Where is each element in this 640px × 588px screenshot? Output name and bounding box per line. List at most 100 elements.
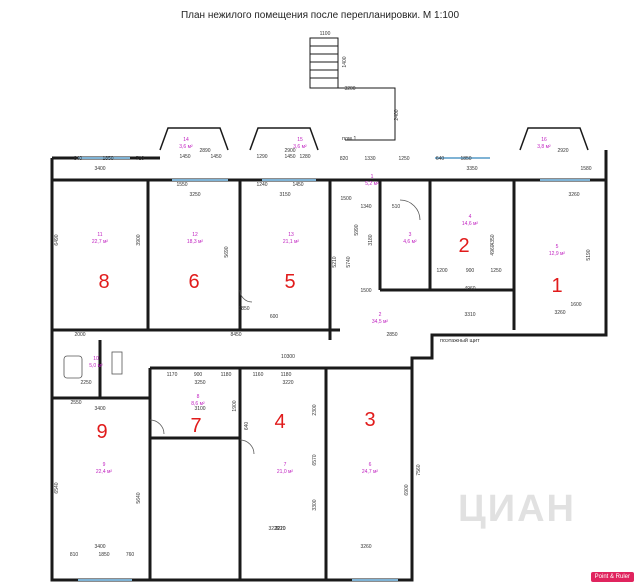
room-no-10: 10: [93, 356, 99, 362]
room-no-6: 6: [369, 462, 372, 468]
dimension-36: 10300: [281, 354, 295, 360]
watermark: ЦИАН: [458, 488, 576, 530]
dimension-27: 1450: [292, 182, 303, 188]
dimension-43: 1160: [253, 372, 264, 378]
dimension-58: 5740: [346, 256, 352, 267]
area-7: 21,0 м²: [277, 469, 294, 475]
room-number-7: 7: [190, 415, 201, 437]
dimension-57: 5210: [332, 256, 338, 267]
outer-wall-bottom-right: [342, 333, 520, 582]
dimension-44: 1180: [281, 372, 292, 378]
dimension-83: 1900: [232, 400, 238, 411]
area-4: 14,6 м²: [462, 221, 479, 227]
room-number-8: 8: [98, 271, 109, 293]
dimension-74: 1250: [490, 268, 501, 274]
dimension-73: 1200: [436, 268, 447, 274]
dimension-63: 6540: [54, 482, 60, 493]
dimension-9: 1290: [256, 154, 267, 160]
room-no-2: 2: [379, 312, 382, 318]
dimension-78: 1500: [340, 196, 351, 202]
room-number-3: 3: [364, 409, 375, 431]
dimension-66: 3300: [312, 499, 318, 510]
dimension-68: 6900: [404, 484, 410, 495]
dimension-65: 6570: [312, 454, 318, 465]
dimension-25: 1550: [176, 182, 187, 188]
dimension-75: 900: [466, 268, 475, 274]
dimension-77: 1850: [238, 306, 249, 312]
plan-title: План нежилого помещения после перепланир…: [180, 10, 460, 21]
area-8: 8,6 м²: [191, 401, 205, 407]
room-no-15: 15: [297, 137, 303, 143]
dimension-55: 3900: [136, 234, 142, 245]
dimension-0: 1100: [320, 31, 331, 37]
dimension-18: 710: [136, 156, 145, 162]
dimension-31: 4960: [464, 286, 475, 292]
dimension-79: 3260: [568, 192, 579, 198]
dimension-22: 640: [436, 156, 445, 162]
area-11: 22,7 м²: [92, 239, 109, 245]
dimension-30: 3260: [554, 310, 565, 316]
dimension-15: 3350: [466, 166, 477, 172]
area-6: 24,7 м²: [362, 469, 379, 475]
room-no-9: 9: [103, 462, 106, 468]
dimension-45: 2550: [70, 400, 81, 406]
dimension-33: 8450: [230, 332, 241, 338]
room-number-2: 2: [458, 235, 469, 257]
dimension-28: 1340: [360, 204, 371, 210]
dimension-49: 3400: [94, 544, 105, 550]
dimension-40: 1170: [167, 372, 178, 378]
dimension-80: 1600: [570, 302, 581, 308]
misc-labels: пом.1 поэтажный щит: [342, 136, 480, 344]
dimension-24: 1580: [580, 166, 591, 172]
dimension-76: 600: [270, 314, 279, 320]
room-number-1: 1: [551, 275, 562, 297]
area-10: 5,0 м²: [89, 363, 103, 369]
area-1: 5,2 м²: [365, 181, 379, 187]
dimension-71: 1500: [360, 288, 371, 294]
dimension-34: 2850: [386, 332, 397, 338]
dimension-17: 1850: [102, 156, 113, 162]
dimension-10: 1450: [284, 154, 295, 160]
pom-label: пом.1: [342, 136, 356, 142]
dimension-42: 1180: [221, 372, 232, 378]
dimension-82: 3220: [268, 526, 279, 532]
dimension-37: 3400: [94, 406, 105, 412]
area-2: 34,5 м²: [372, 319, 389, 325]
door-arcs: [63, 199, 421, 455]
dimension-51: 810: [70, 552, 79, 558]
bay-16: [519, 127, 589, 151]
dimension-41: 900: [194, 372, 203, 378]
dimension-1: 1400: [342, 56, 348, 67]
bay-windows: [159, 127, 589, 151]
dimension-13: 3250: [189, 192, 200, 198]
area-15: 3,6 м²: [293, 144, 307, 150]
dimension-26: 1240: [256, 182, 267, 188]
room-number-6: 6: [188, 271, 199, 293]
room-no-1: 1: [371, 174, 374, 180]
windows: [78, 157, 590, 581]
room-number-4: 4: [274, 411, 285, 433]
dimension-48: 3220: [274, 526, 285, 532]
dimension-29: 510: [392, 204, 401, 210]
bay-15: [249, 127, 319, 151]
dimension-72: 3180: [368, 234, 374, 245]
shield-label: поэтажный щит: [440, 337, 480, 344]
dimension-52: 1850: [98, 552, 109, 558]
dimension-8: 1450: [210, 154, 221, 160]
dimension-6: 2920: [557, 148, 568, 154]
area-9: 22,4 м²: [96, 469, 113, 475]
room-no-3: 3: [409, 232, 412, 238]
dimension-81: 640: [244, 422, 250, 431]
dimension-35: 2250: [80, 380, 91, 386]
room-no-5: 5: [556, 244, 559, 250]
dimension-46: 3100: [194, 406, 205, 412]
dimension-11: 1280: [299, 154, 310, 160]
dimension-19: 820: [340, 156, 349, 162]
room-number-5: 5: [284, 271, 295, 293]
area-3: 4,6 м²: [403, 239, 417, 245]
dimension-60: 4350: [490, 234, 496, 245]
dimension-23: 1850: [460, 156, 471, 162]
